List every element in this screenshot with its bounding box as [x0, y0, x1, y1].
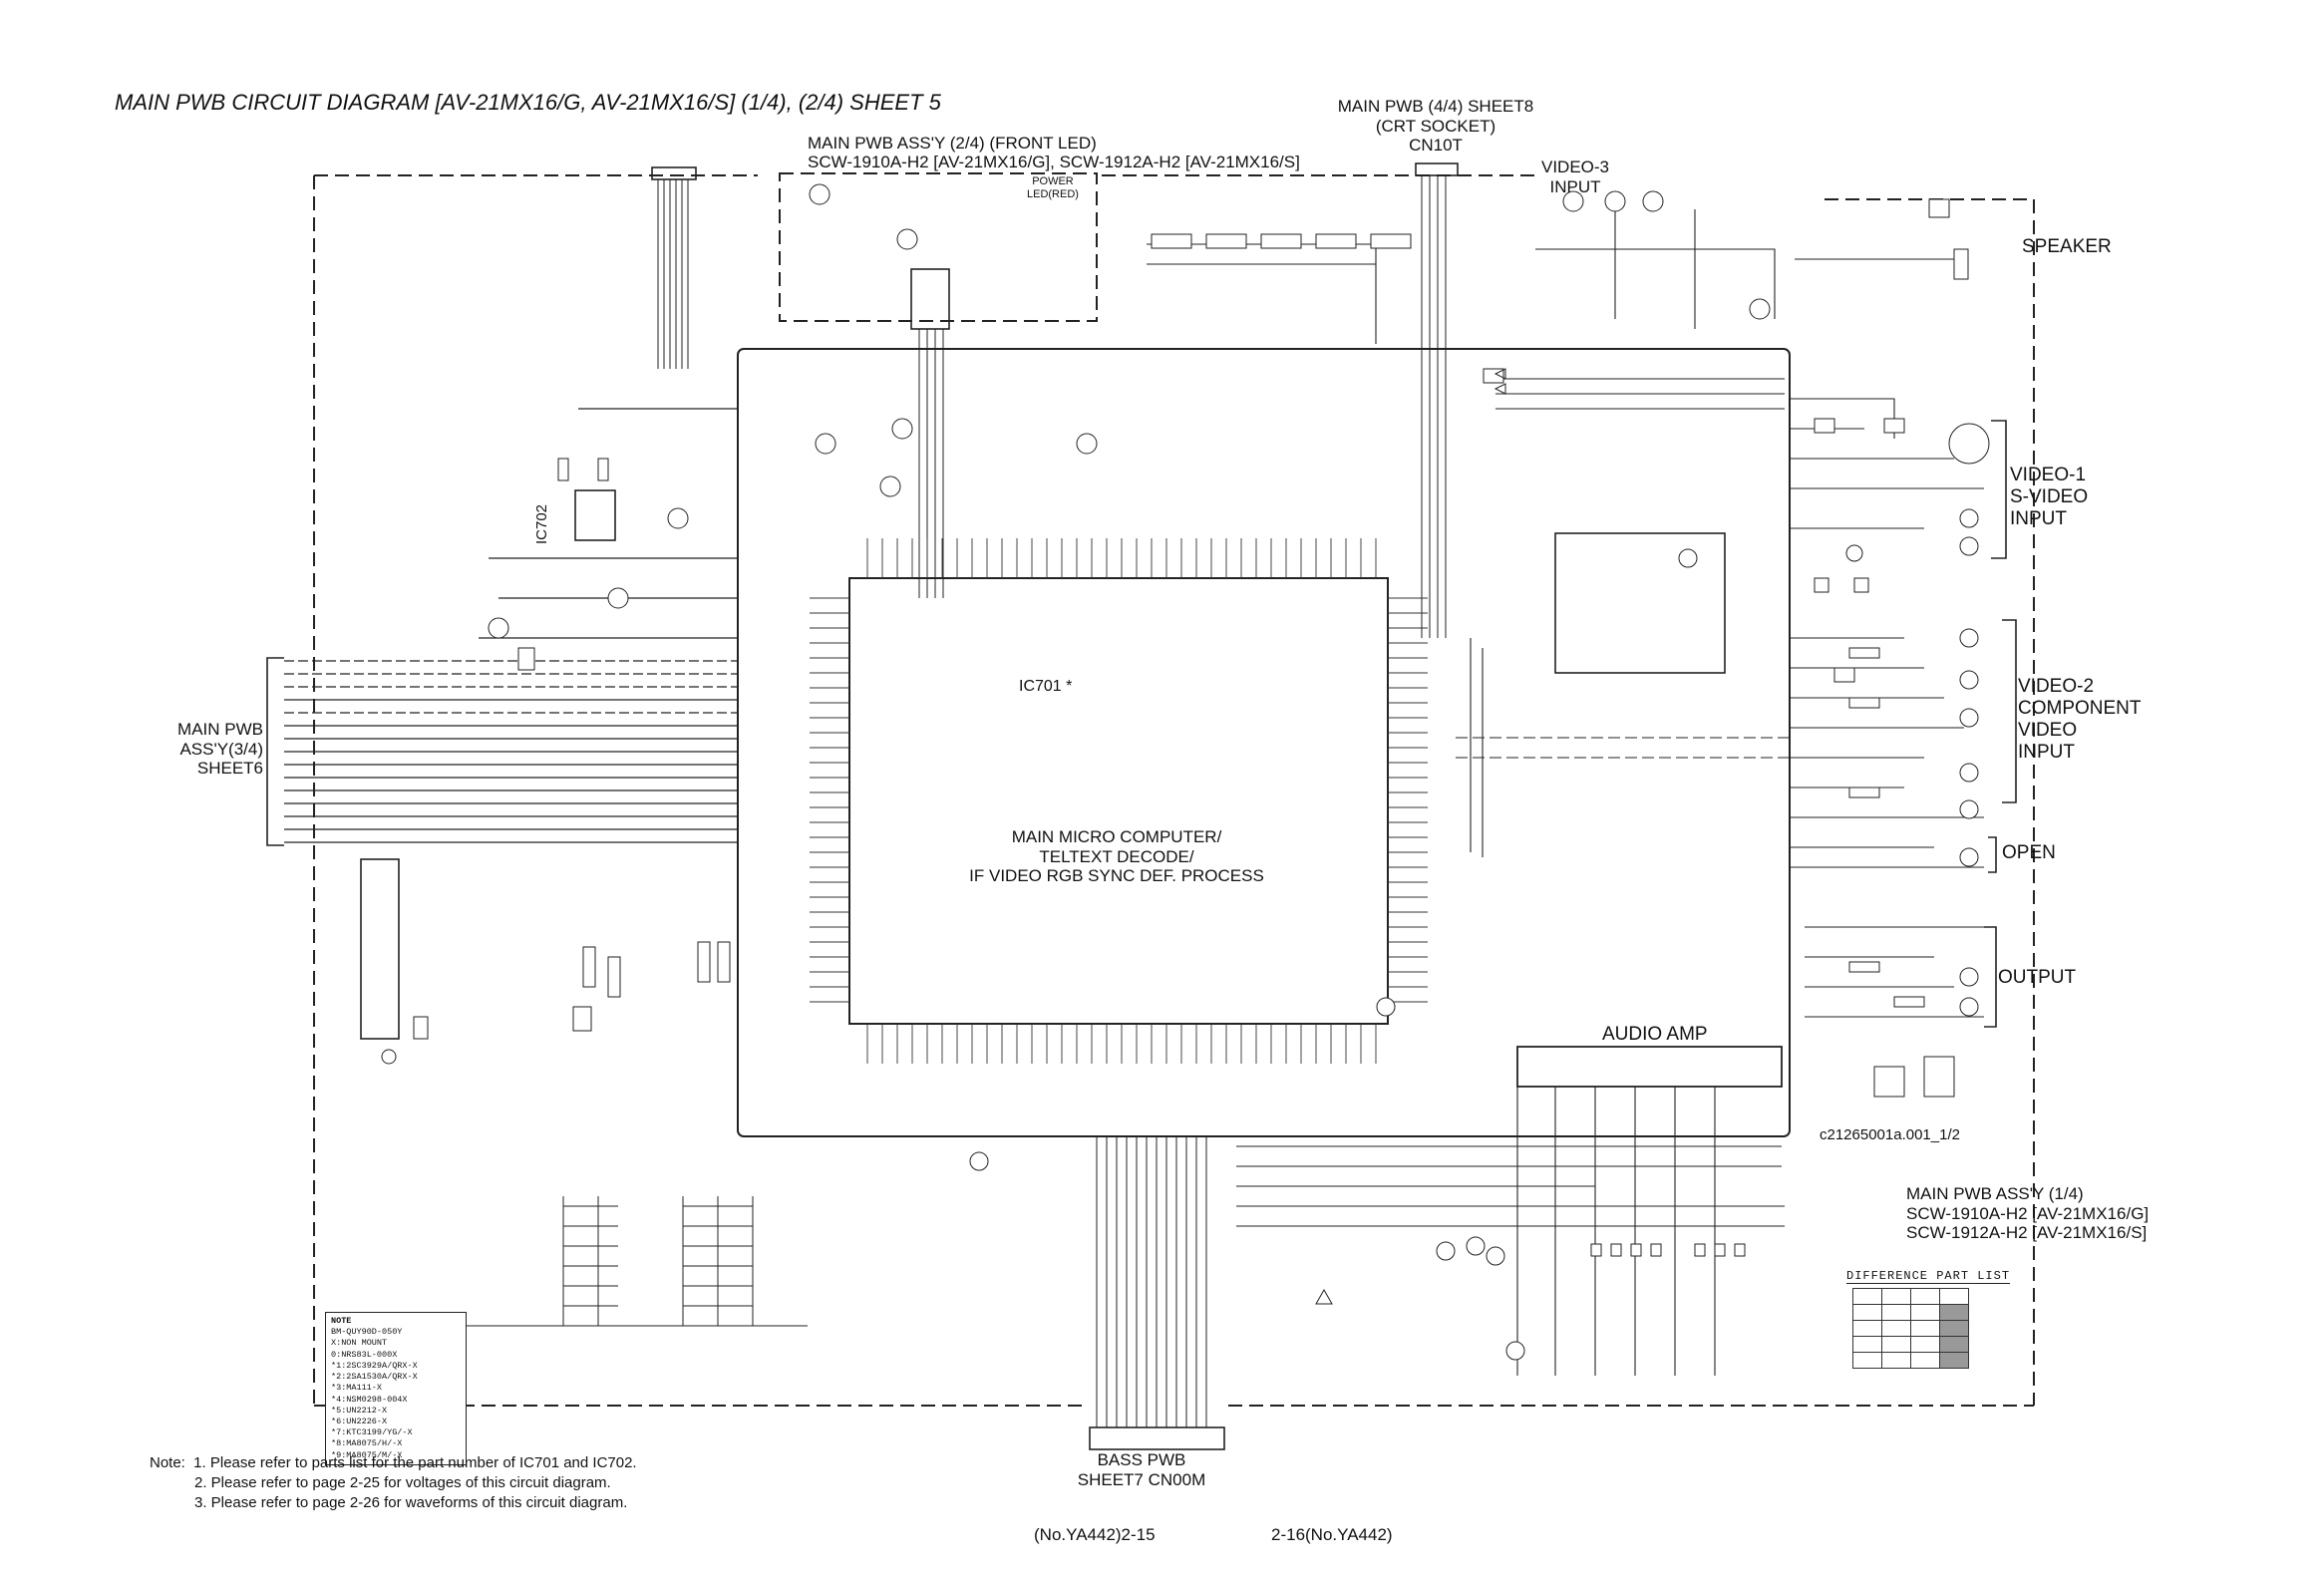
difference-part-list-title: DIFFERENCE PART LIST: [1846, 1269, 2011, 1284]
ic702-label: IC702: [533, 503, 550, 544]
note-3: 3. Please refer to page 2-26 for wavefor…: [194, 1494, 628, 1511]
output-label: OUTPUT: [1998, 967, 2077, 988]
micro-computer-label: MAIN MICRO COMPUTER/TELTEXT DECODE/IF VI…: [969, 827, 1264, 886]
front-led-models: SCW-1910A-H2 [AV-21MX16/G], SCW-1912A-H2…: [808, 153, 1300, 171]
reference-code: c21265001a.001_1/2: [1820, 1126, 1960, 1143]
page-number-left: (No.YA442)2-15: [1034, 1525, 1156, 1544]
crt-socket-label: MAIN PWB (4/4) SHEET8(CRT SOCKET)CN10T: [1337, 97, 1534, 156]
page-number-right: 2-16(No.YA442): [1271, 1525, 1393, 1544]
speaker-label: SPEAKER: [2022, 236, 2112, 257]
difference-part-table: [1852, 1288, 1969, 1369]
ic701-label: IC701 *: [1019, 678, 1073, 695]
note-1: Note: 1. Please refer to parts list for …: [150, 1454, 637, 1471]
note-box: NOTE BM-QUY90D-050Y X:NON MOUNT 0:NRS83L…: [325, 1312, 467, 1465]
note-2: 2. Please refer to page 2-25 for voltage…: [194, 1474, 611, 1491]
open-label: OPEN: [2002, 842, 2056, 863]
front-led-title: MAIN PWB ASS'Y (2/4) (FRONT LED): [808, 134, 1097, 153]
main-pwb-14-label: MAIN PWB ASS'Y (1/4)SCW-1910A-H2 [AV-21M…: [1906, 1184, 2150, 1243]
page-title: MAIN PWB CIRCUIT DIAGRAM [AV-21MX16/G, A…: [115, 90, 941, 115]
audio-amp-label: AUDIO AMP: [1602, 1024, 1708, 1045]
